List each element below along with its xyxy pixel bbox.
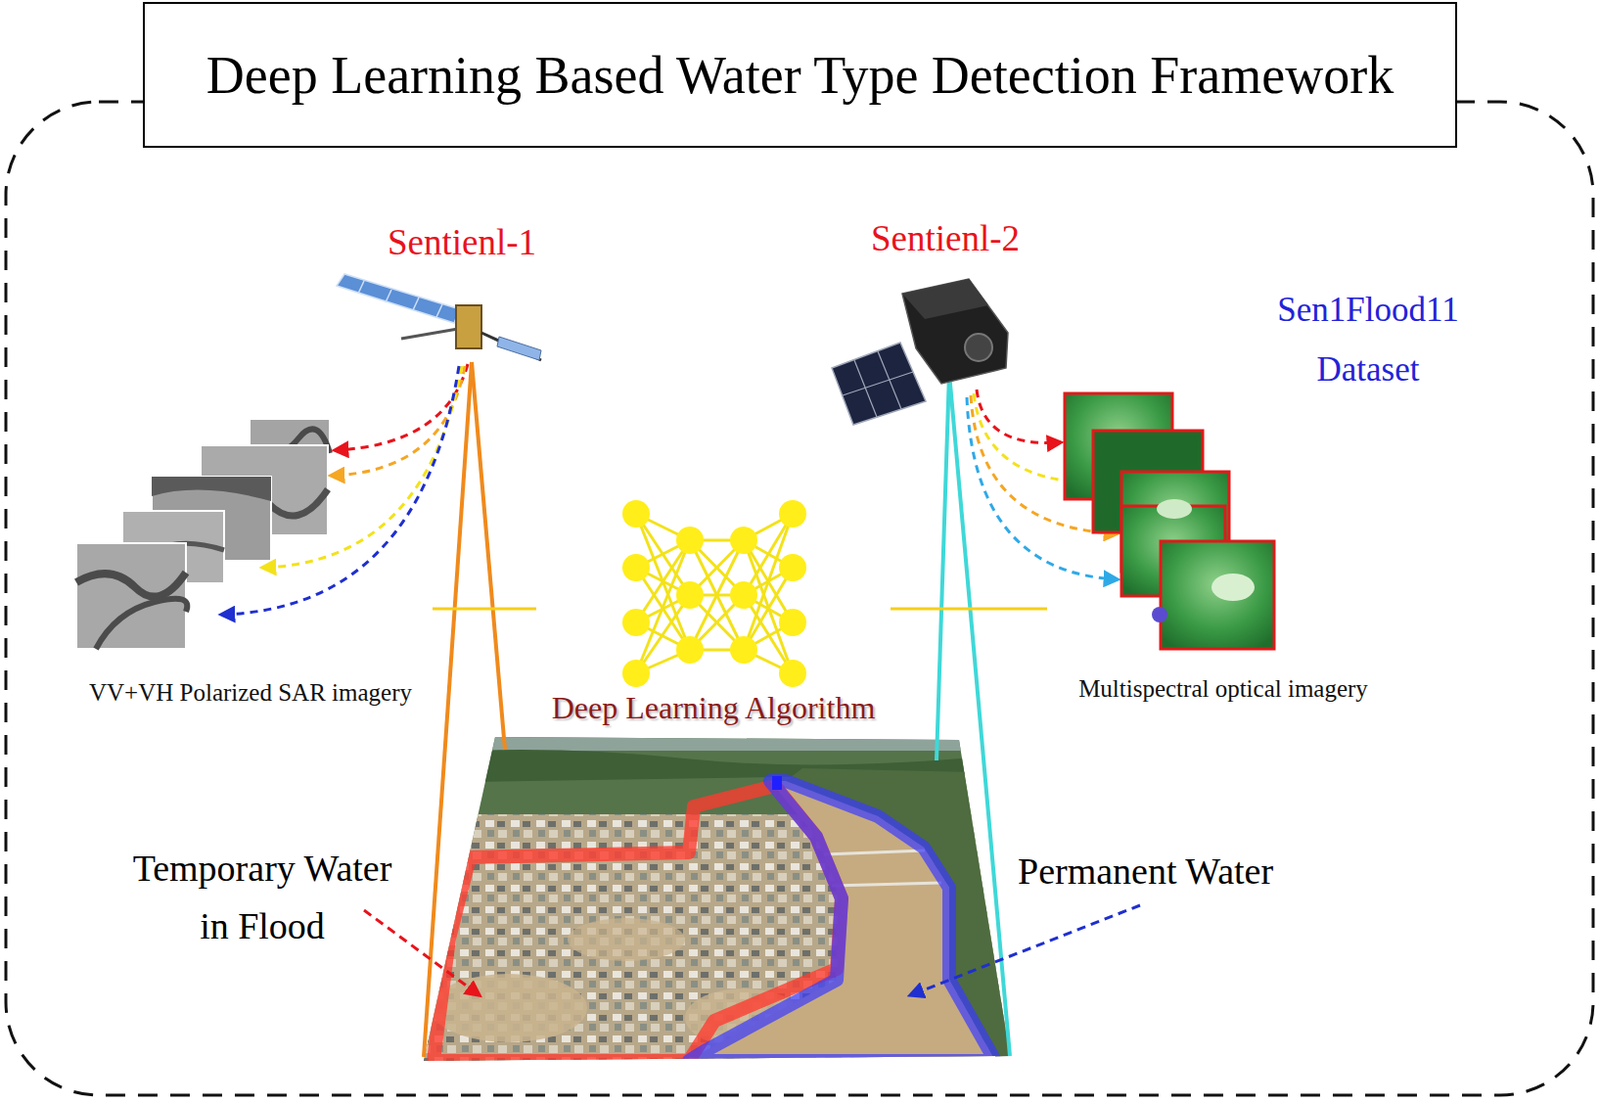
sentinel-2-satellite-part <box>964 333 993 362</box>
neural-network-icon-part-part <box>730 581 758 609</box>
data-flow-arrows-part <box>334 364 468 451</box>
flood-photo-part <box>772 776 782 790</box>
sentinel-1-satellite-part <box>412 297 419 311</box>
outer-frame <box>5 101 1594 1096</box>
dataset-name: Sen1Flood11 Dataset <box>1262 279 1474 401</box>
sentinel-1-satellite-part <box>436 304 443 318</box>
neural-network-icon-part-part <box>730 526 758 554</box>
region-label: Permanent Water <box>1017 849 1351 895</box>
flood-photo-part <box>831 882 942 886</box>
algorithm-label: Deep Learning Algorithm <box>536 688 891 727</box>
sentinel-1-satellite <box>336 274 542 361</box>
leader-arrow <box>910 905 1141 996</box>
sar-image-stack-part-part <box>76 543 186 649</box>
footprint-lines-part <box>423 362 472 1057</box>
optical-image-stack-part <box>1151 606 1168 623</box>
sentinel-1-satellite-part <box>358 280 365 294</box>
sentinel-1-satellite-part <box>481 332 542 361</box>
optical-image-stack-part <box>1160 541 1275 649</box>
leader-arrow <box>364 910 480 996</box>
neural-network-icon-part-part <box>622 659 650 687</box>
neural-network-icon-part-part <box>622 500 650 528</box>
satellite-name: Sentienl-1 <box>364 221 560 265</box>
flood-photo <box>411 729 1018 1069</box>
data-flow-arrows-part <box>262 365 462 568</box>
flood-photo-part <box>430 973 588 1043</box>
footprint-lines-part <box>936 372 950 761</box>
data-flow-arrows-part <box>221 365 459 615</box>
title-text: Deep Learning Based Water Type Detection… <box>206 45 1394 106</box>
sar-imagery-node: VV+VH Polarized SAR imagery <box>68 417 433 708</box>
flood-photo-part <box>433 785 842 1061</box>
neural-network-icon-part-part <box>676 636 704 664</box>
sentinel-1-satellite-part <box>385 289 392 303</box>
neural-network-icon-part-part <box>676 526 704 554</box>
algorithm-node: Deep Learning Algorithm <box>536 489 891 727</box>
sar-image-stack-part-part <box>151 476 272 502</box>
neural-network-icon <box>622 500 807 687</box>
sentinel-2-satellite <box>831 278 1008 425</box>
sentinel-2-satellite-part <box>902 278 1008 384</box>
neural-network-icon-part-part <box>778 553 807 582</box>
data-flow-arrows <box>221 364 1118 615</box>
sentinel-1-satellite-part <box>401 328 458 339</box>
satellite-name: Sentienl-2 <box>847 217 1044 261</box>
sentinel-2-satellite-part <box>842 371 914 396</box>
optical-image-stack-part <box>1211 573 1255 601</box>
flood-photo-part <box>688 780 996 1061</box>
optical-image-stack <box>1064 393 1275 649</box>
sentinel-2-satellite-part <box>831 342 926 425</box>
neural-network-icon-part <box>636 513 793 674</box>
neural-network-icon-part-part <box>730 636 758 664</box>
footprint-lines-part <box>471 362 505 750</box>
sentinel-1-satellite-part <box>336 274 460 323</box>
sentinel-1-satellite-part <box>497 336 542 361</box>
optical-image-stack-part <box>1156 499 1192 519</box>
data-flow-arrows-part <box>976 389 1061 444</box>
sar-image-stack-part-part <box>76 572 186 597</box>
neural-network-icon-part-part <box>676 581 704 609</box>
optical-imagery-node: Multispectral optical imagery <box>1047 392 1400 704</box>
footprint-lines-part <box>949 372 1010 1056</box>
network-link <box>636 594 690 674</box>
sar-image-stack-part-part <box>95 598 187 649</box>
footprint-lines <box>423 362 1010 1057</box>
network-link <box>743 567 793 650</box>
connector <box>432 607 537 611</box>
neural-network-icon-part <box>622 500 807 687</box>
neural-network-icon-part-part <box>622 608 650 637</box>
sar-image-stack <box>76 418 330 649</box>
region-label: Temporary Water in Flood <box>119 839 406 956</box>
sentinel-1-satellite-part <box>456 305 482 349</box>
neural-network-icon-part-part <box>622 553 650 582</box>
neural-network-icon-part-part <box>778 659 807 687</box>
image-caption: Multispectral optical imagery <box>1047 674 1400 704</box>
flood-photo-part <box>567 917 686 961</box>
sentinel-2-satellite-part <box>854 360 877 417</box>
data-flow-arrows-part <box>330 365 465 476</box>
sentinel-2-satellite-part <box>902 278 989 320</box>
neural-network-icon-part-part <box>778 500 807 528</box>
sar-image-stack-part <box>76 543 187 649</box>
neural-network-icon-part-part <box>778 608 807 637</box>
connector <box>890 607 1048 611</box>
title-box: Deep Learning Based Water Type Detection… <box>142 1 1458 148</box>
image-caption: VV+VH Polarized SAR imagery <box>68 678 433 708</box>
flood-photo-part <box>823 850 925 855</box>
